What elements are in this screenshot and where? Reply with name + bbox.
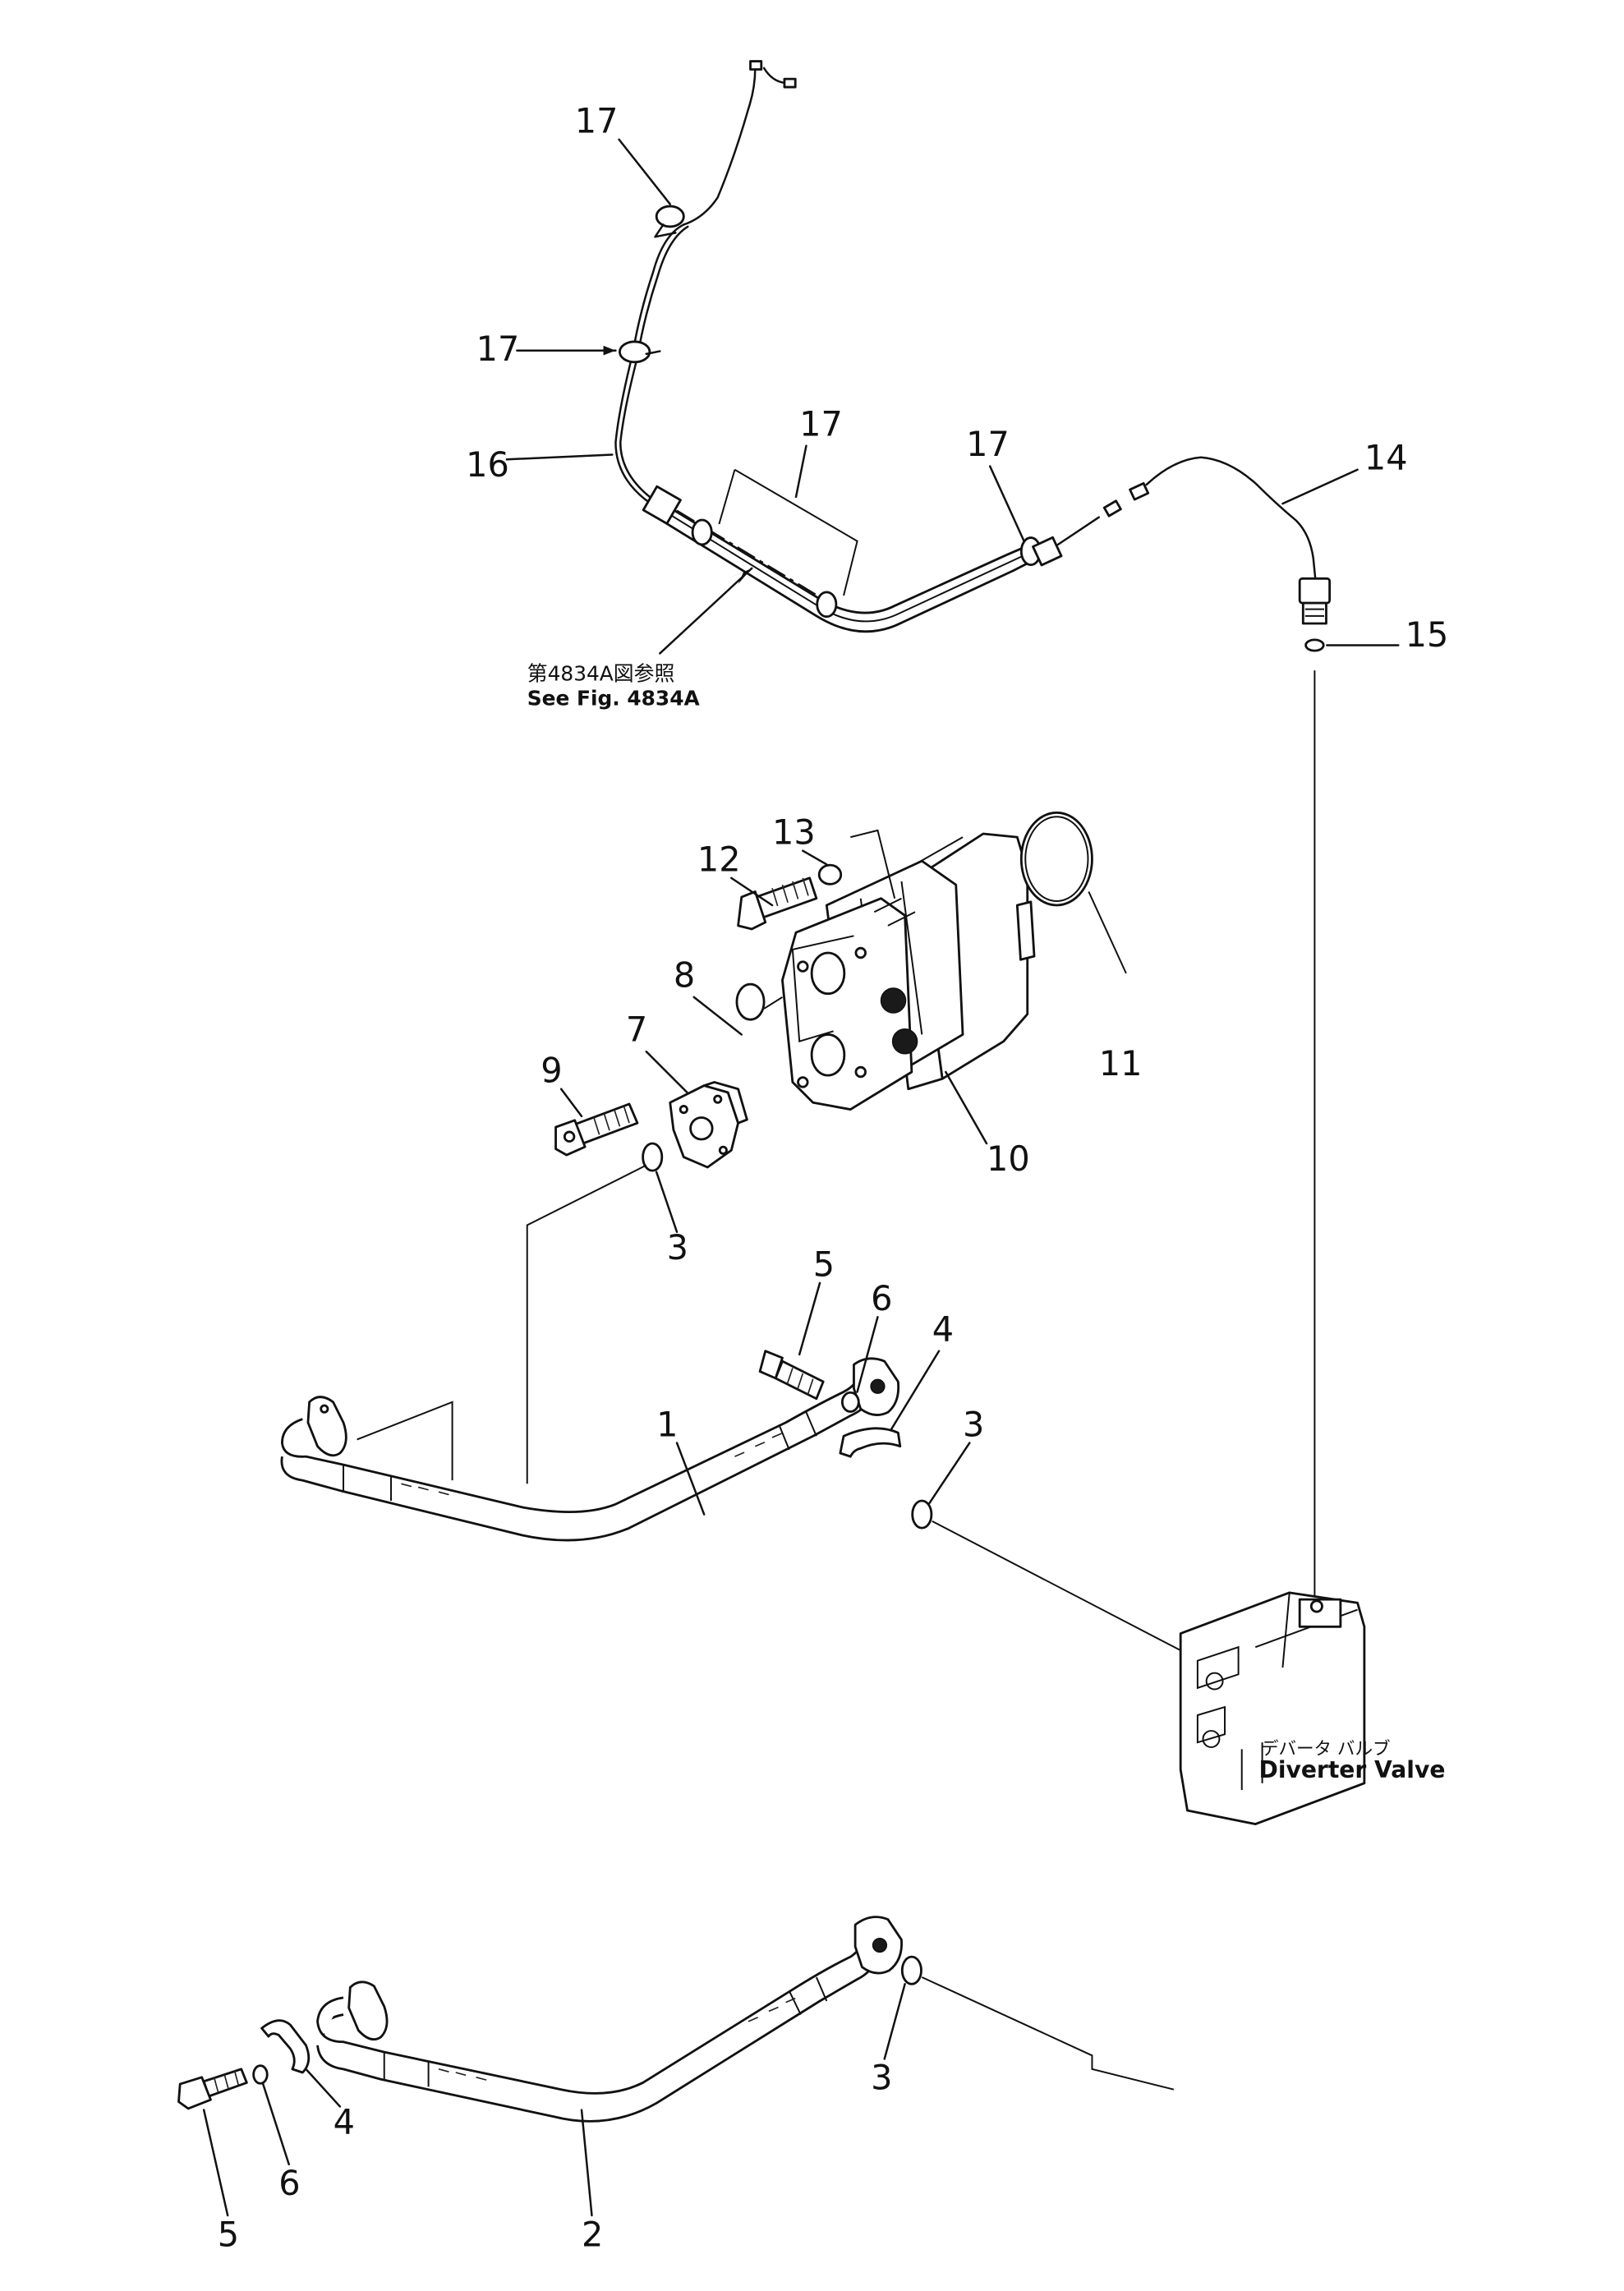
- bolt-9: [554, 1102, 639, 1157]
- clamp-17b: [619, 340, 651, 364]
- bolt-5a: [758, 1350, 825, 1401]
- callout-3-right-upper: 3: [963, 1405, 984, 1444]
- washer-13: [817, 863, 843, 886]
- callout-8: 8: [674, 955, 695, 995]
- callout-4-lower: 4: [334, 2103, 355, 2142]
- harness-tube: [642, 468, 1063, 633]
- o-ring-8: [735, 982, 766, 1021]
- callout-6-lower: 6: [278, 2164, 300, 2203]
- callout-17-left: 17: [476, 329, 520, 369]
- callout-3-right-lower: 3: [871, 2059, 892, 2098]
- valve-label-en: Diverter Valve: [1258, 1756, 1445, 1783]
- o-ring-11: [1019, 811, 1093, 907]
- washer-6a: [840, 1391, 860, 1413]
- callout-7: 7: [626, 1010, 647, 1050]
- diverter-valve: [1179, 1591, 1366, 1825]
- callout-2: 2: [582, 2215, 603, 2254]
- clamp-4b: [260, 2019, 311, 2074]
- callout-10: 10: [987, 1139, 1030, 1179]
- o-ring-3b: [911, 1499, 933, 1530]
- callout-5-upper: 5: [813, 1245, 835, 1285]
- bolt-12: [737, 876, 818, 931]
- clamp-4a: [839, 1427, 902, 1458]
- callout-17-right: 17: [966, 425, 1010, 464]
- o-ring-3c: [900, 1955, 922, 1985]
- see-figure-note: 第4834A図参照 See Fig. 4834A: [527, 567, 753, 710]
- flange-7: [669, 1081, 748, 1169]
- callout-9: 9: [541, 1051, 562, 1090]
- callout-12: 12: [697, 840, 741, 880]
- washer-6b: [252, 2064, 269, 2085]
- callout-3-upper: 3: [667, 1228, 688, 1267]
- callout-6-upper: 6: [871, 1279, 892, 1318]
- callout-1: 1: [656, 1405, 678, 1444]
- valve-label-jp: デバータ バルブ: [1261, 1739, 1391, 1760]
- o-ring-3a: [642, 1142, 664, 1172]
- wiring-harness: [614, 60, 797, 511]
- note-en: See Fig. 4834A: [527, 686, 701, 710]
- callout-16: 16: [466, 445, 509, 485]
- sensor-wire: [1056, 456, 1332, 1600]
- callout-4-upper: 4: [932, 1309, 954, 1349]
- callouts: 17 17 16 17 17 14 15 13 12 11 8 7: [202, 102, 1449, 2254]
- callout-17-top: 17: [575, 102, 619, 141]
- callout-13: 13: [772, 812, 816, 852]
- callout-5-lower: 5: [218, 2215, 239, 2254]
- pipe-2: [316, 1916, 903, 2123]
- pump-assembly: [781, 829, 1036, 1111]
- pipe-1: [280, 1357, 900, 1542]
- callout-17-center: 17: [799, 404, 843, 444]
- note-jp: 第4834A図参照: [527, 662, 675, 686]
- bolt-5b: [177, 2068, 248, 2110]
- clamp-17a: [655, 205, 685, 228]
- diverter-valve-label: デバータ バルブ Diverter Valve: [1258, 1739, 1445, 1783]
- callout-14: 14: [1364, 439, 1408, 478]
- callout-11: 11: [1099, 1044, 1143, 1083]
- washer-15: [1304, 638, 1325, 652]
- callout-15: 15: [1405, 615, 1449, 655]
